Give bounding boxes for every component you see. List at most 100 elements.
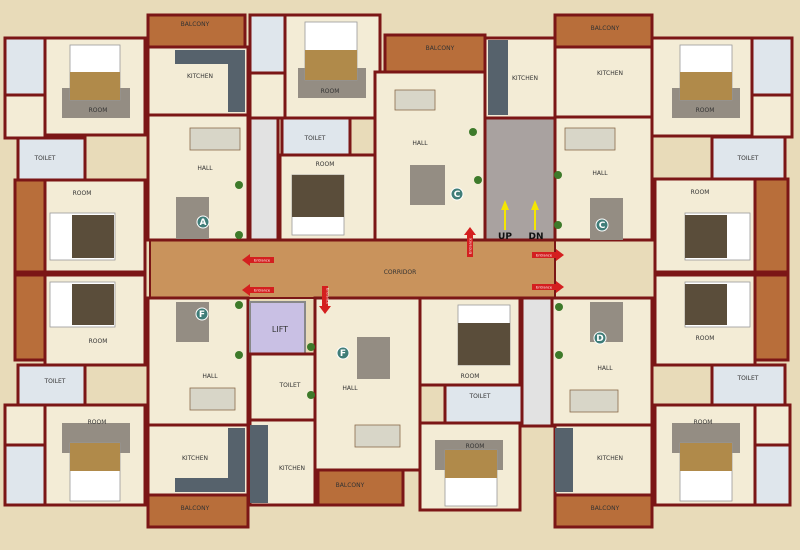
toilet bbox=[710, 135, 787, 181]
entrance-sign: Entrance bbox=[464, 227, 476, 257]
kitchen-label: KITCHEN bbox=[279, 465, 305, 472]
entrance-sign-label: Entrance bbox=[254, 288, 271, 292]
room-label: ROOM bbox=[696, 335, 715, 342]
room-label: ROOM bbox=[89, 107, 108, 114]
plant-icon bbox=[235, 181, 243, 189]
plant-icon bbox=[469, 128, 477, 136]
unit-c-right: BALCONY KITCHEN HALL C ROOM TOILET ROOM bbox=[553, 13, 794, 274]
balcony bbox=[146, 13, 247, 49]
unit-a: ROOM TOILET ROOM BALCONY KITCHEN HALL A bbox=[3, 13, 250, 274]
svg-text:F: F bbox=[340, 349, 346, 359]
balcony bbox=[753, 177, 790, 274]
room-label: ROOM bbox=[73, 190, 92, 197]
hall-label: HALL bbox=[597, 365, 613, 372]
room-label: ROOM bbox=[694, 419, 713, 426]
staircase bbox=[483, 116, 557, 242]
balcony bbox=[753, 273, 790, 362]
entrance-sign-label: Entrance bbox=[536, 285, 553, 289]
corridor: CORRIDOR bbox=[149, 239, 556, 299]
entrance-arrow-icon bbox=[242, 254, 274, 266]
dress-area bbox=[3, 93, 47, 140]
room-label: ROOM bbox=[321, 88, 340, 95]
balcony bbox=[316, 468, 405, 507]
toilet bbox=[16, 136, 87, 182]
entrance-sign: Entrance bbox=[532, 281, 564, 293]
toilet bbox=[3, 443, 47, 507]
plant-icon bbox=[307, 343, 315, 351]
room-label: ROOM bbox=[691, 189, 710, 196]
entrance-arrow-icon bbox=[532, 281, 564, 293]
balcony-label: BALCONY bbox=[426, 45, 455, 52]
hall-label: HALL bbox=[412, 140, 428, 147]
corridor-label: CORRIDOR bbox=[384, 269, 417, 276]
entrance-arrows: Entrance Entrance Entrance Entrance Entr… bbox=[242, 227, 564, 314]
lift-label: LIFT bbox=[272, 325, 288, 334]
down-arrow-icon bbox=[531, 200, 539, 230]
svg-text:C: C bbox=[454, 190, 461, 200]
entrance-sign-label: Entrance bbox=[325, 288, 329, 305]
kitchen-label: KITCHEN bbox=[597, 70, 623, 77]
duct bbox=[248, 116, 280, 242]
toilet bbox=[280, 116, 352, 157]
plant-icon bbox=[307, 391, 315, 399]
hall-label: HALL bbox=[197, 165, 213, 172]
plant-icon bbox=[555, 303, 563, 311]
toilet-label: TOILET bbox=[737, 155, 759, 162]
dress-area bbox=[248, 71, 287, 120]
entrance-arrow-icon bbox=[319, 286, 331, 314]
balcony bbox=[383, 33, 487, 74]
unit-marker-c bbox=[450, 187, 464, 201]
kitchen-label: KITCHEN bbox=[597, 455, 623, 462]
stairs-up-label: UP bbox=[498, 232, 512, 242]
entrance-arrow-icon bbox=[242, 284, 274, 296]
toilet-label: TOILET bbox=[737, 375, 759, 382]
plant-icon bbox=[235, 301, 243, 309]
room-label: ROOM bbox=[89, 338, 108, 345]
entrance-arrow-icon bbox=[532, 249, 564, 261]
unit-marker-d bbox=[593, 331, 607, 345]
entrance-sign: Entrance bbox=[242, 254, 274, 266]
entrance-sign: Entrance bbox=[532, 249, 564, 261]
toilet bbox=[710, 363, 787, 407]
unit-c-left: ROOM TOILET ROOM BALCONY HALL C KITCHEN … bbox=[248, 13, 557, 242]
hall-label: HALL bbox=[202, 373, 218, 380]
plant-icon bbox=[554, 171, 562, 179]
kitchen-label: KITCHEN bbox=[512, 75, 538, 82]
up-arrow-icon bbox=[501, 200, 509, 230]
entrance-sign-label: Entrance bbox=[468, 237, 472, 254]
entrance-sign: Entrance bbox=[242, 284, 274, 296]
dress-area bbox=[753, 403, 792, 447]
kitchen-label: KITCHEN bbox=[187, 73, 213, 80]
unit-d: D HALL KITCHEN BALCONY ROOM TOILET ROOM bbox=[550, 273, 792, 529]
svg-text:F: F bbox=[199, 310, 205, 320]
svg-text:D: D bbox=[596, 334, 603, 344]
unit-marker-c bbox=[595, 218, 609, 232]
dress-area bbox=[750, 93, 794, 139]
toilet-label: TOILET bbox=[44, 378, 66, 385]
plant-icon bbox=[235, 231, 243, 239]
entrance-sign-label: Entrance bbox=[254, 258, 271, 262]
balcony bbox=[553, 493, 654, 529]
balcony-label: BALCONY bbox=[336, 482, 365, 489]
hall-label: HALL bbox=[592, 170, 608, 177]
unit-marker-f bbox=[195, 307, 209, 321]
kitchen bbox=[553, 45, 654, 119]
svg-text:A: A bbox=[200, 218, 207, 228]
unit-f-right: LIFT TOILET KITCHEN F HALL BALCONY ROOM … bbox=[248, 296, 554, 512]
unit-marker-f bbox=[336, 346, 350, 360]
room-label: ROOM bbox=[461, 373, 480, 380]
entrance-sign-label: Entrance bbox=[536, 253, 553, 257]
balcony-label: BALCONY bbox=[181, 21, 210, 28]
entrance-arrow-icon bbox=[464, 227, 476, 257]
plant-icon bbox=[474, 176, 482, 184]
toilet-label: TOILET bbox=[469, 393, 491, 400]
room-label: ROOM bbox=[316, 161, 335, 168]
balcony-label: BALCONY bbox=[591, 505, 620, 512]
plant-icon bbox=[555, 351, 563, 359]
stairs-down-label: DN bbox=[528, 232, 543, 242]
balcony bbox=[146, 493, 250, 529]
unit-marker-a bbox=[196, 215, 210, 229]
room-label: ROOM bbox=[696, 107, 715, 114]
balcony bbox=[13, 273, 47, 362]
